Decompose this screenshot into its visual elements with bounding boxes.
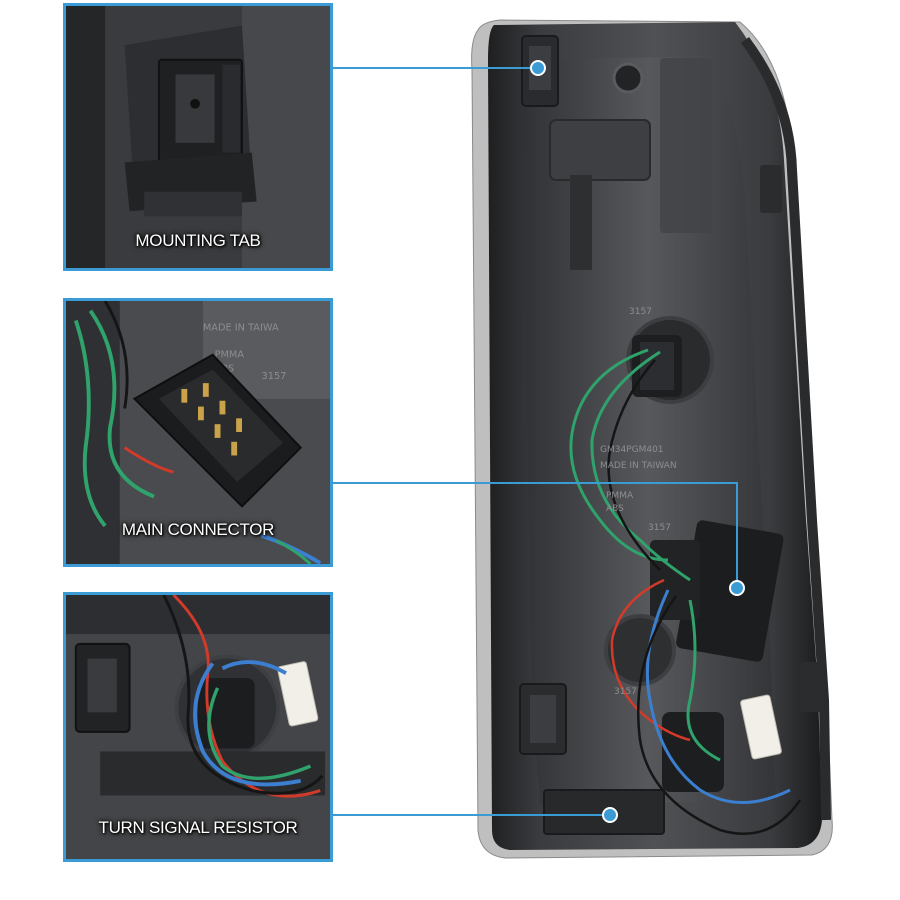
housing-text-bulb-bottom: 3157 — [614, 687, 637, 697]
turn-signal-resistor-label: TURN SIGNAL RESISTOR — [98, 818, 298, 837]
turn-signal-resistor-detail: TURN SIGNAL RESISTOR — [63, 592, 333, 862]
connector-text-material-1: PMMA — [215, 350, 245, 361]
callout-dots — [530, 60, 745, 823]
connector-text-origin: MADE IN TAIWA — [203, 322, 279, 333]
mounting-tab-detail: MOUNTING TAB — [63, 3, 333, 271]
main-connector-detail: MADE IN TAIWA PMMA ABS 3157 MAIN CONNECT… — [63, 298, 333, 567]
housing-text-origin: MADE IN TAIWAN — [600, 461, 677, 471]
mounting-tab-image — [66, 6, 330, 268]
housing-text-part: GM34PGM401 — [600, 445, 664, 455]
mounting-tab-label: MOUNTING TAB — [135, 231, 261, 250]
turn-signal-resistor-image — [66, 595, 330, 859]
main-connector-label: MAIN CONNECTOR — [121, 520, 275, 539]
callout-leaders — [333, 67, 738, 816]
housing-text-bulb-upper: 3157 — [629, 307, 652, 317]
housing-text-material-1: PMMA — [606, 491, 634, 501]
connector-text-bulb: 3157 — [262, 371, 287, 382]
housing-text-material-2: ABS — [606, 504, 624, 514]
housing-text-bulb-lower: 3157 — [648, 523, 671, 533]
main-connector-image: MADE IN TAIWA PMMA ABS 3157 — [66, 301, 330, 564]
